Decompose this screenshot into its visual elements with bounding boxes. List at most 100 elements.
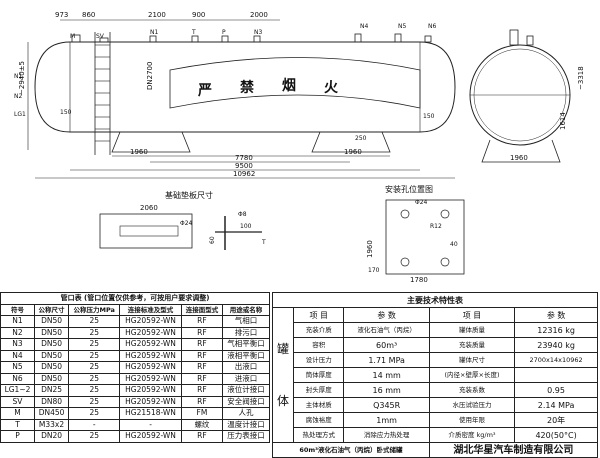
- cell: DN20: [33, 430, 70, 443]
- base-60: 60: [209, 236, 216, 244]
- warning-char-1: 严: [197, 83, 212, 99]
- cell: 1.71 MPa: [343, 352, 430, 368]
- cell: HG20592-WN: [119, 372, 182, 385]
- cell: (内径×壁厚×长度): [428, 367, 516, 383]
- cell: T: [0, 418, 35, 431]
- cell: 20年: [514, 412, 598, 428]
- cell: 气相口: [222, 315, 270, 328]
- cell: 2700x14x10962: [514, 352, 598, 368]
- base-t: T: [261, 239, 266, 246]
- base-2060: 2060: [140, 204, 158, 212]
- cell: 介质密度 kg/m³: [428, 427, 516, 443]
- cell: 液化石油气（丙烷）: [343, 322, 430, 338]
- cell: 消除应力热处理: [343, 427, 430, 443]
- dim-10962: 10962: [233, 170, 255, 178]
- install-phi24: Φ24: [415, 199, 428, 206]
- nozzle-label-n5: N5: [398, 23, 406, 30]
- spec-header-item-b: 项 目: [428, 307, 516, 323]
- cell: LG1~2: [0, 384, 35, 397]
- cell: N4: [0, 349, 35, 362]
- cell: DN50: [33, 315, 70, 328]
- cell: 使用年限: [428, 412, 516, 428]
- base-100: 100: [240, 223, 252, 230]
- cell: HG20592-WN: [119, 326, 182, 339]
- cell: 压力表接口: [222, 430, 270, 443]
- cell: N5: [0, 361, 35, 374]
- nozzle-header-pressure: 公称压力MPa: [68, 303, 121, 316]
- cell: 容积: [292, 337, 345, 353]
- install-40: 40: [450, 241, 458, 248]
- cell: RF: [180, 361, 224, 374]
- cell: SV: [0, 395, 35, 408]
- cell: 液相平衡口: [222, 349, 270, 362]
- cell: 25: [68, 384, 121, 397]
- spec-table: 主要技术特性表 罐体 项 目 参 数 项 目 参 数 充装介质液化石油气（丙烷）…: [272, 292, 599, 458]
- cell: RF: [180, 372, 224, 385]
- cell: N1: [0, 315, 35, 328]
- dim-250: 250: [355, 135, 367, 142]
- dim-973: 973: [55, 11, 68, 19]
- nozzle-header-size: 公称尺寸: [33, 303, 70, 316]
- nozzle-label-m: M: [70, 33, 75, 40]
- cell: P: [0, 430, 35, 443]
- cell: 16 mm: [343, 382, 430, 398]
- cell: 25: [68, 361, 121, 374]
- nozzle-label-n6: N6: [428, 23, 436, 30]
- cell: 出液口: [222, 361, 270, 374]
- side-label-n1: N1: [14, 73, 22, 80]
- cell: 排污口: [222, 326, 270, 339]
- cell: 螺纹: [180, 418, 224, 431]
- dim-2000: 2000: [250, 11, 268, 19]
- dim-150-right: 150: [423, 113, 435, 120]
- dim-1960-a: 1960: [130, 148, 148, 156]
- cell: DN450: [33, 407, 70, 420]
- cell: HG20592-WN: [119, 315, 182, 328]
- nozzle-header-face: 连接面型式: [180, 303, 224, 316]
- cell: RF: [180, 349, 224, 362]
- cell: 0.95: [514, 382, 598, 398]
- cell: 14 mm: [343, 367, 430, 383]
- cell: 设计压力: [292, 352, 345, 368]
- cell: DN80: [33, 395, 70, 408]
- cell: -: [119, 418, 182, 431]
- cell: HG20592-WN: [119, 384, 182, 397]
- cell: DN50: [33, 349, 70, 362]
- cell: 人孔: [222, 407, 270, 420]
- nozzle-label-t: T: [191, 29, 196, 36]
- cell: 25: [68, 430, 121, 443]
- cell: DN25: [33, 384, 70, 397]
- side-label-n2: N2: [14, 93, 22, 100]
- cell: 安全阀接口: [222, 395, 270, 408]
- cell: 420(50°C): [514, 427, 598, 443]
- install-r12: R12: [430, 223, 442, 230]
- cell: 腐蚀裕度: [292, 412, 345, 428]
- cell: 1mm: [343, 412, 430, 428]
- cell: DN50: [33, 372, 70, 385]
- cell: N3: [0, 338, 35, 351]
- spec-header-value-a: 参 数: [343, 307, 430, 323]
- nozzle-table: 管口表 (管口位置仅供参考，可按用户要求调整) 符号 公称尺寸 公称压力MPa …: [0, 292, 270, 443]
- warning-char-4: 火: [324, 80, 339, 96]
- side-label-lg: LG1: [14, 111, 26, 118]
- cell: 25: [68, 326, 121, 339]
- cell: HG20592-WN: [119, 338, 182, 351]
- cell: 热处理方式: [292, 427, 345, 443]
- cell: 25: [68, 315, 121, 328]
- cell: DN50: [33, 326, 70, 339]
- cell: RF: [180, 430, 224, 443]
- cell: 充装质量: [428, 337, 516, 353]
- cell: 液位计接口: [222, 384, 270, 397]
- spec-table-title: 主要技术特性表: [272, 292, 598, 308]
